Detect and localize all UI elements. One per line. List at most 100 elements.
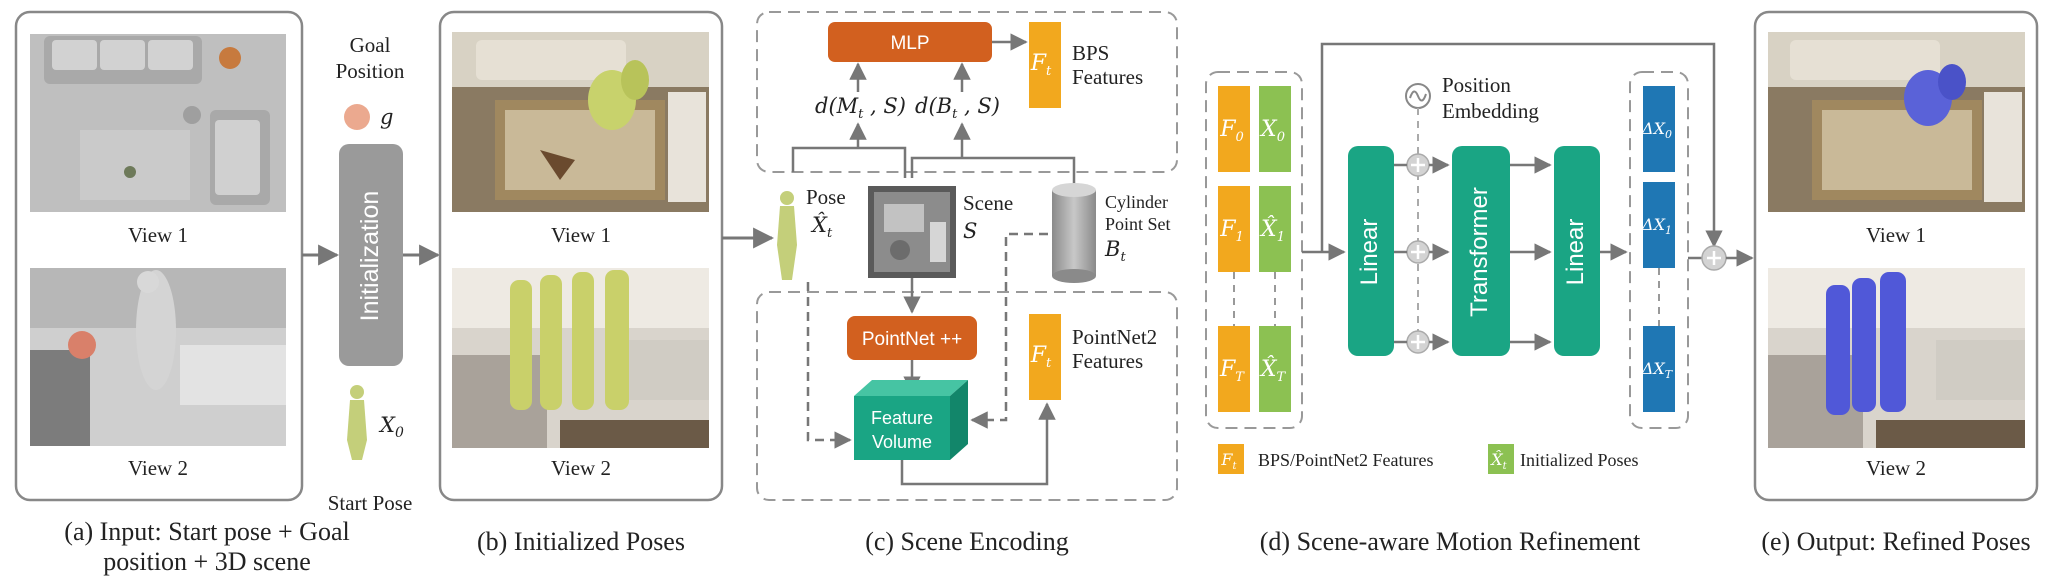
connector-cylinder <box>910 156 1076 188</box>
input-token-group <box>1205 71 1303 429</box>
panel-e-frame <box>1753 10 2039 502</box>
pn2-feature-block <box>1029 314 1061 400</box>
cylinder-label-line2: Point Set <box>1105 214 1171 234</box>
goal-marker-view2 <box>68 331 96 359</box>
token-f0-label: F0 <box>1219 117 1244 145</box>
panel-d-caption: (d) Scene-aware Motion Refinement <box>1260 527 1641 556</box>
bps-dashed-box <box>756 11 1178 173</box>
token-dx1 <box>1643 182 1675 268</box>
legend-x-symbol: X̂t <box>1489 450 1507 472</box>
panel-e-view1-image <box>1768 32 2025 212</box>
scene-image <box>868 186 956 278</box>
goal-position-icon <box>344 104 370 130</box>
cylinder-symbol: Bt <box>1104 237 1126 265</box>
pointnet-block <box>847 316 977 360</box>
pose-symbol: X̂t <box>810 213 833 241</box>
panel-a: View 1 View 2 Goal Position g Initializa… <box>14 10 413 576</box>
bps-label-line2: Features <box>1072 65 1143 89</box>
goal-title-line1: Goal <box>350 33 391 57</box>
legend-ft-label: BPS/PointNet2 Features <box>1258 450 1434 470</box>
scene-symbol: S <box>963 219 977 243</box>
connector-pose <box>791 146 907 178</box>
transformer-block <box>1452 146 1510 356</box>
bps-feature-symbol: Ft <box>1030 51 1052 79</box>
legend-ft-swatch <box>1218 444 1244 474</box>
legend-ft-symbol: Ft <box>1220 450 1237 472</box>
pointnet-dashed-box <box>756 291 1178 501</box>
position-embedding-icon <box>1405 83 1431 109</box>
token-fT-label: FT <box>1219 357 1245 385</box>
output-token-group <box>1629 71 1689 429</box>
panel-a-view2-label: View 2 <box>128 456 188 480</box>
residual-add-node <box>1701 245 1727 271</box>
feature-volume-label-line1: Feature <box>871 408 933 428</box>
dist-motion-scene: d(Mt , S) <box>815 94 906 122</box>
panel-a-caption-line2: position + 3D scene <box>103 547 310 576</box>
token-x1-label: X̂1 <box>1259 216 1285 245</box>
panel-c-caption: (c) Scene Encoding <box>865 527 1069 556</box>
goal-symbol: g <box>380 105 393 129</box>
token-f0 <box>1218 86 1250 172</box>
legend-x-swatch <box>1488 444 1514 474</box>
panel-d: F0 F1 FT X0 X̂1 X̂T Linear Position Embe… <box>1205 42 1754 556</box>
token-f1 <box>1218 186 1250 272</box>
panel-a-view2-image <box>30 268 286 446</box>
panel-b-frame <box>438 10 724 502</box>
start-pose-symbol: X0 <box>378 413 404 441</box>
linear1-to-transformer-arrows <box>1394 156 1450 351</box>
token-x0-label: X0 <box>1259 117 1285 145</box>
mlp-label: MLP <box>890 33 929 54</box>
cylinder-label-line1: Cylinder <box>1105 192 1168 212</box>
token-dx0-label: ΔX0 <box>1641 119 1672 141</box>
panel-a-view1-image <box>30 34 286 212</box>
panel-b-view2-image <box>452 268 709 448</box>
position-label-line1: Position <box>1442 73 1511 97</box>
scene-label: Scene <box>963 191 1013 215</box>
panel-c: MLP Ft BPS Features d(Mt , S) d(Bt , S) … <box>756 11 1178 556</box>
panel-b-view1-label: View 1 <box>551 223 611 247</box>
panel-e-view1-label: View 1 <box>1866 223 1926 247</box>
pointnet-label: PointNet ++ <box>862 329 962 350</box>
legend-x-label: Initialized Poses <box>1520 450 1638 470</box>
transformer-label: Transformer <box>1466 187 1493 317</box>
cylinder-point-set <box>1052 183 1096 283</box>
bps-feature-block <box>1029 22 1061 108</box>
token-dx0 <box>1643 86 1675 172</box>
panel-e-view2-label: View 2 <box>1866 456 1926 480</box>
pose-label: Pose <box>806 185 846 209</box>
pn2-label-line1: PointNet2 <box>1072 325 1157 349</box>
linear-block-1 <box>1348 146 1394 356</box>
dashed-cylinder-to-fv <box>970 232 1048 429</box>
token-fT <box>1218 326 1250 412</box>
feature-volume <box>854 380 968 460</box>
token-x0 <box>1259 86 1291 172</box>
goal-marker <box>219 47 241 69</box>
token-dxT <box>1643 326 1675 412</box>
panel-e: View 1 View 2 (e) Output: Refined Poses <box>1753 10 2039 556</box>
start-pose-label: Start Pose <box>328 491 413 515</box>
panel-e-caption: (e) Output: Refined Poses <box>1761 527 2030 556</box>
residual-connection <box>1320 42 1716 252</box>
panel-a-view1-label: View 1 <box>128 223 188 247</box>
token-f1-label: F1 <box>1219 217 1244 245</box>
pose-figure <box>777 191 797 280</box>
panel-b-view1-image <box>452 32 709 212</box>
position-label-line2: Embedding <box>1442 99 1539 123</box>
token-xT <box>1259 326 1291 412</box>
pn2-feature-symbol: Ft <box>1030 343 1052 371</box>
arrow-fv-to-pn2 <box>900 402 1056 486</box>
initialization-block <box>339 144 403 366</box>
mlp-block <box>828 22 992 62</box>
token-x1 <box>1259 186 1291 272</box>
panel-a-caption-line1: (a) Input: Start pose + Goal <box>64 517 349 546</box>
token-dx1-label: ΔX1 <box>1641 215 1672 237</box>
dist-cylinder-scene: d(Bt , S) <box>915 94 1000 122</box>
linear-block-2-label: Linear <box>1562 219 1589 286</box>
dashed-pose-to-fv <box>806 282 852 449</box>
goal-title-line2: Position <box>336 59 405 83</box>
token-dxT-label: ΔXT <box>1641 359 1674 381</box>
linear-block-2 <box>1554 146 1600 356</box>
token-xT-label: X̂T <box>1259 356 1287 385</box>
